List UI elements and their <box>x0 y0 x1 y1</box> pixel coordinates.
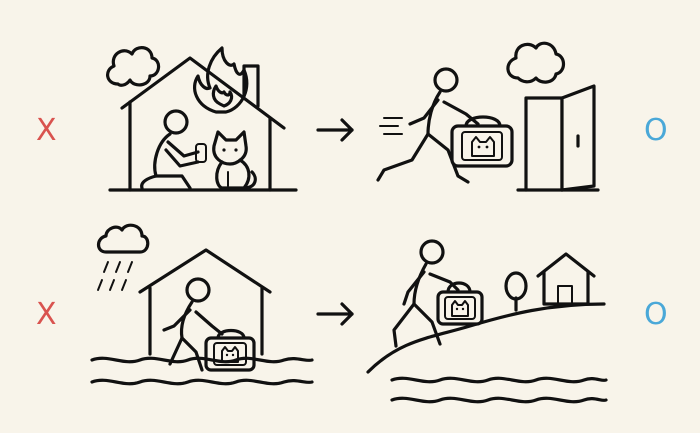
door-icon <box>516 84 600 192</box>
pet-carrier-icon <box>204 328 256 372</box>
wrong-mark-flood: X <box>36 297 57 332</box>
fire-scene-right <box>376 41 600 192</box>
smoke-icon <box>106 46 161 87</box>
arrow-icon <box>316 302 354 326</box>
arrow-icon <box>316 118 354 142</box>
flood-scene-wrong <box>90 223 314 386</box>
right-mark-flood: O <box>644 297 668 332</box>
kneeling-person-icon <box>140 109 207 190</box>
house-icon <box>138 248 272 356</box>
pet-carrier-icon <box>436 281 484 326</box>
walking-person-icon <box>392 239 460 348</box>
water-waves-icon <box>390 376 608 404</box>
hill-icon <box>366 302 606 374</box>
fire-scene-wrong <box>106 46 298 192</box>
house-icon <box>108 56 298 192</box>
pet-carrier-icon <box>450 115 514 168</box>
cat-icon <box>212 130 257 190</box>
speed-lines-icon <box>379 117 403 135</box>
smoke-icon <box>506 41 566 84</box>
fire-icon <box>193 46 249 114</box>
right-mark-fire: O <box>644 113 668 148</box>
tree-icon <box>504 271 528 312</box>
wrong-mark-fire: X <box>36 113 57 148</box>
flood-scene-right <box>366 239 608 404</box>
water-waves-icon <box>90 356 314 386</box>
rain-cloud-icon <box>96 223 150 291</box>
walking-person-icon <box>162 277 224 372</box>
house-icon <box>536 252 596 306</box>
